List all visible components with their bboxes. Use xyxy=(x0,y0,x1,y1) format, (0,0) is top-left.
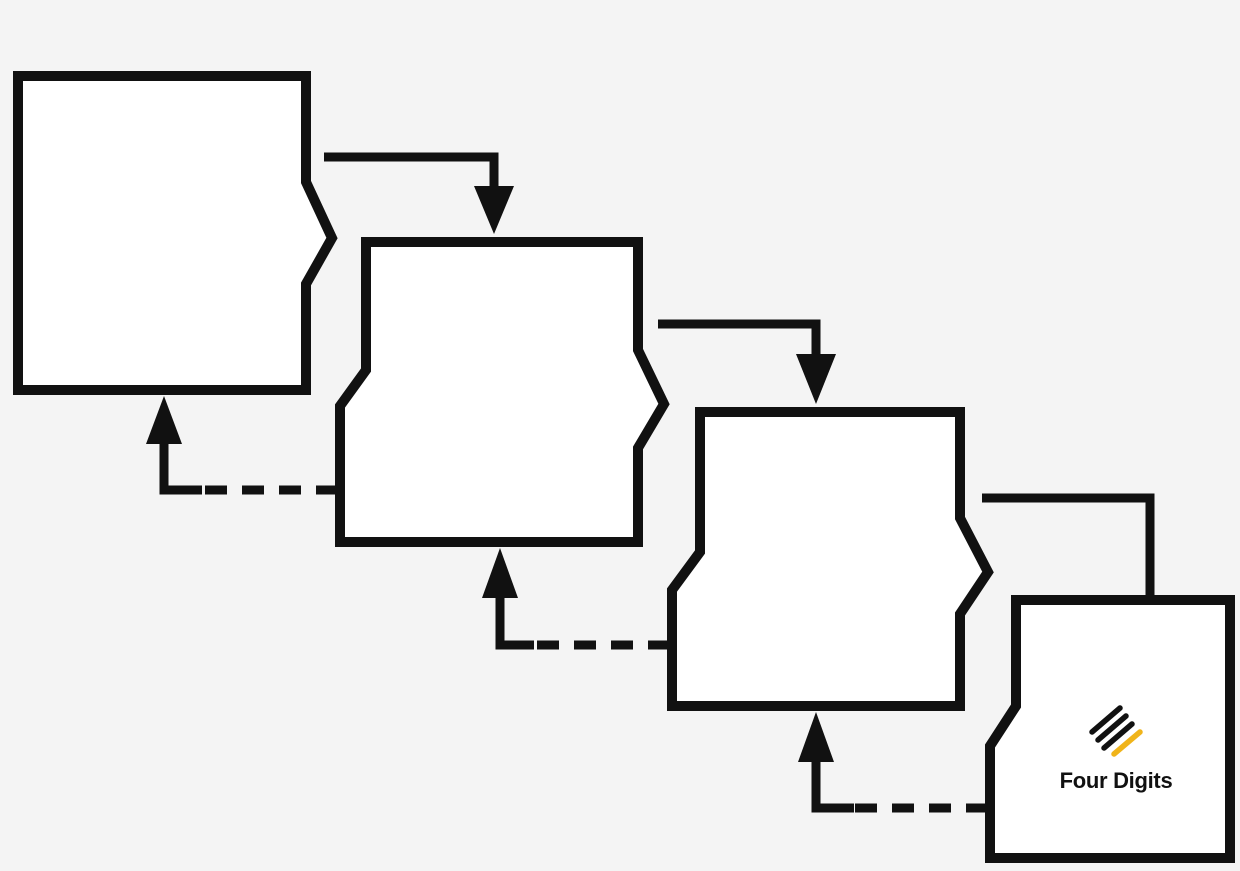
flow-arrowhead-1 xyxy=(474,186,514,234)
logo-bar-3 xyxy=(1101,721,1135,751)
feedback-connector-4-to-3 xyxy=(811,756,854,813)
feedback-arrowhead-1 xyxy=(146,396,182,444)
block-1 xyxy=(13,71,338,395)
logo-bar-1 xyxy=(1089,705,1123,735)
feedback-connector-3-to-2 xyxy=(495,592,534,650)
logo-text: Four Digits xyxy=(1060,768,1173,793)
block-2 xyxy=(335,237,670,547)
feedback-arrowhead-2 xyxy=(482,548,518,598)
logo-bar-2 xyxy=(1095,713,1129,743)
four-digits-logo: Four Digits xyxy=(1060,705,1173,793)
feedback-arrowhead-3 xyxy=(798,712,834,762)
block-3 xyxy=(667,407,994,711)
flow-connector-1-to-2 xyxy=(324,152,499,192)
logo-bar-accent xyxy=(1111,729,1143,757)
feedback-connector-2-to-1 xyxy=(159,436,202,495)
flow-arrowhead-2 xyxy=(796,354,836,404)
flow-connector-3-to-4 xyxy=(982,493,1155,596)
stacked-diagonal-bars-logo-icon xyxy=(1089,705,1143,757)
flow-connector-2-to-3 xyxy=(658,319,821,360)
